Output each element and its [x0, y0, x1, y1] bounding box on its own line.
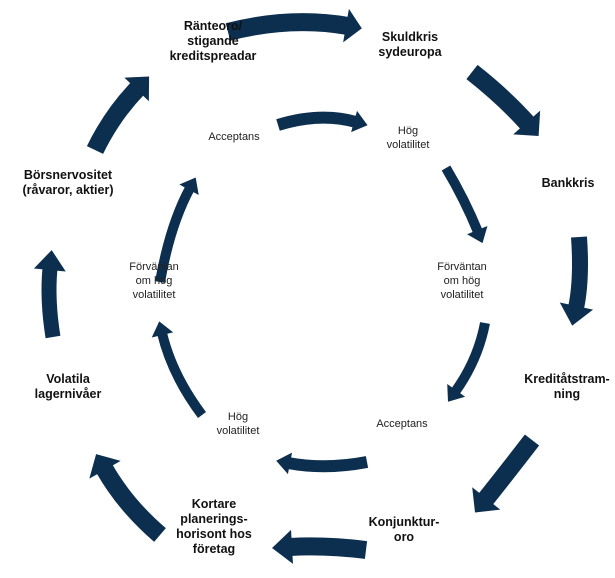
arrow-shaft: [477, 434, 540, 506]
outer-cycle-arrow-7: [33, 250, 66, 339]
arrowhead-icon: [276, 452, 293, 475]
arrowhead-icon: [33, 250, 66, 272]
arrow-shaft: [96, 463, 166, 542]
inner-cycle-arrow-14: [155, 177, 199, 283]
arrow-shaft: [441, 165, 483, 234]
arrowhead-icon: [513, 110, 541, 136]
outer-label-borsnervositet: Börsnervositet (råvaror, aktier): [22, 168, 114, 197]
arrowhead-icon: [272, 529, 293, 564]
outer-cycle-arrow-8: [86, 76, 150, 154]
inner-label-acceptans-bottom: Acceptans: [376, 418, 428, 430]
arrowhead-icon: [559, 302, 594, 326]
outer-label-skuldkris: Skuldkris sydeuropa: [378, 30, 442, 59]
arrowhead-icon: [151, 321, 174, 338]
outer-cycle-arrow-2: [466, 64, 541, 136]
outer-cycle-arrow-4: [472, 434, 540, 513]
outer-label-bankkris: Bankkris: [541, 176, 595, 190]
arrowhead-icon: [179, 177, 199, 195]
inner-label-hog-volatilitet-top: Hög volatilitet: [386, 125, 430, 151]
inner-cycle-arrow-12: [276, 452, 369, 475]
arrowhead-icon: [472, 487, 501, 513]
outer-label-kortare-planeringshorisont: Kortare planerings- horisont hos företag: [176, 497, 252, 556]
arrow-shaft: [450, 322, 490, 395]
arrowhead-icon: [447, 383, 466, 402]
outer-label-ranteoro: Ränteoro/ stigande kreditspreadar: [169, 19, 257, 63]
arrow-shaft: [568, 236, 588, 310]
arrow-shaft: [157, 331, 207, 418]
inner-cycle-arrow-13: [151, 321, 207, 418]
arrowhead-icon: [89, 454, 121, 479]
inner-cycle-arrow-10: [441, 165, 488, 244]
inner-cycle-arrow-11: [447, 322, 490, 402]
arrow-shaft: [225, 13, 350, 41]
inner-label-acceptans-top: Acceptans: [208, 131, 260, 143]
arrow-shaft: [466, 64, 535, 130]
outer-cycle-arrow-6: [89, 454, 166, 542]
outer-cycle-arrow-1: [225, 8, 362, 43]
outer-cycle-arrow-3: [559, 236, 594, 326]
arrowhead-icon: [343, 8, 362, 43]
arrow-shaft: [86, 81, 145, 154]
arrowhead-icon: [124, 76, 150, 102]
inner-cycle-arrow-9: [276, 110, 368, 133]
outer-cycle-arrow-5: [272, 529, 368, 564]
outer-label-volatila-lagernivaer: Volatila lagernivåer: [34, 372, 102, 401]
arrowhead-icon: [351, 110, 368, 133]
outer-label-kreditatstramning: Kreditåtstram- ning: [524, 372, 610, 401]
arrow-shaft: [276, 111, 358, 131]
inner-label-forvantan-right: Förväntan om hög volatilitet: [437, 261, 487, 301]
inner-label-forvantan-left: Förväntan om hög volatilitet: [129, 261, 179, 301]
arrow-shaft: [41, 267, 61, 339]
arrow-shaft: [286, 456, 369, 473]
arrow-shaft: [289, 537, 368, 559]
outer-label-konjunkturoro: Konjunktur- oro: [368, 515, 440, 544]
arrowhead-icon: [467, 226, 488, 244]
arrow-shaft: [155, 185, 195, 283]
inner-label-hog-volatilitet-bottom: Hög volatilitet: [216, 411, 260, 437]
